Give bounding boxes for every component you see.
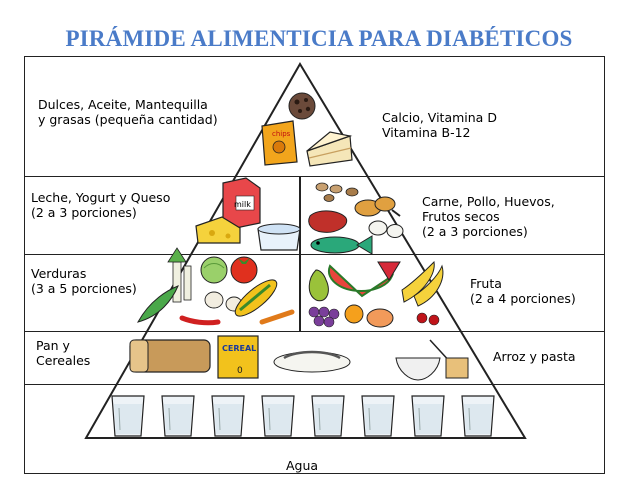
corn-icon <box>234 279 278 317</box>
chips-bag-icon: chips <box>261 120 298 166</box>
nuts-icon <box>315 182 359 202</box>
label-fruit: Fruta (2 a 4 porciones) <box>470 276 576 306</box>
orange-icon <box>344 304 364 324</box>
water-glass-icon <box>211 395 245 437</box>
cherries-icon <box>416 312 440 326</box>
pear-icon <box>308 269 329 302</box>
tier-divider-1 <box>24 176 605 177</box>
strawberry-icon <box>377 261 401 281</box>
cereal-box-icon: CEREAL 0 <box>217 335 259 379</box>
pea-pod-icon <box>136 285 179 323</box>
label-water: Agua <box>286 458 319 473</box>
label-protein: Carne, Pollo, Huevos, Frutos secos (2 a … <box>422 194 555 239</box>
tier-divider-4 <box>24 384 605 385</box>
yogurt-cup-icon <box>257 223 301 251</box>
tier-divider-3 <box>24 331 605 332</box>
cereal-box-label: CEREAL <box>222 344 256 353</box>
leek-icon <box>167 247 192 303</box>
cookie-icon <box>288 92 316 120</box>
tomato-icon <box>230 256 258 284</box>
label-sweets-fats: Dulces, Aceite, Mantequilla y grasas (pe… <box>38 97 218 127</box>
fish-icon <box>310 235 373 255</box>
water-glass-icon <box>111 395 145 437</box>
watermelon-slice-icon <box>328 264 395 298</box>
water-glass-icon <box>311 395 345 437</box>
label-rice-pasta: Arroz y pasta <box>493 349 576 364</box>
water-glass-icon <box>361 395 395 437</box>
chicken-leg-icon <box>354 196 401 217</box>
water-glass-icon <box>261 395 295 437</box>
milk-carton-label: milk <box>234 200 251 209</box>
cake-slice-icon <box>306 131 353 167</box>
grapes-icon <box>308 306 340 328</box>
water-glass-icon <box>411 395 445 437</box>
carrot-icon <box>259 309 295 325</box>
peach-icon <box>366 308 394 328</box>
eggs-icon <box>368 220 404 238</box>
steak-icon <box>308 210 348 233</box>
rice-bowl-icon <box>395 339 453 381</box>
diagram-frame <box>24 56 605 474</box>
label-calcium-vitamins: Calcio, Vitamina D Vitamina B-12 <box>382 110 497 140</box>
cheese-icon <box>195 216 241 244</box>
crackers-icon <box>445 357 469 379</box>
cabbage-icon <box>200 256 228 284</box>
bread-loaf-icon <box>129 339 211 373</box>
label-vegetables: Verduras (3 a 5 porciones) <box>31 266 137 296</box>
tier-divider-2 <box>24 254 605 255</box>
page-title: PIRÁMIDE ALIMENTICIA PARA DIABÉTICOS <box>65 26 573 51</box>
chips-label: chips <box>272 130 291 138</box>
water-glass-icon <box>461 395 495 437</box>
label-dairy: Leche, Yogurt y Queso (2 a 3 porciones) <box>31 190 171 220</box>
pasta-plate-icon <box>273 350 351 373</box>
cereal-box-sublabel: 0 <box>237 366 243 376</box>
water-glasses <box>111 395 495 437</box>
label-grains: Pan y Cereales <box>36 338 91 368</box>
banana-icon <box>401 260 444 307</box>
chili-pepper-icon <box>179 315 221 326</box>
pyramid-outline <box>84 62 527 439</box>
water-glass-icon <box>161 395 195 437</box>
